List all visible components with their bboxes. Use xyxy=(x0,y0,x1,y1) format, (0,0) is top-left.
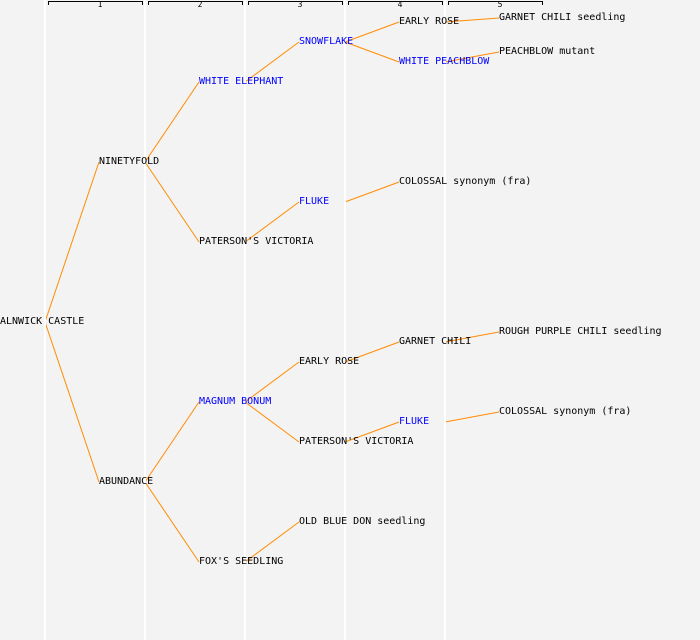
ancestor-cultivar: GARNET CHILI xyxy=(399,336,472,347)
pedigree-edge xyxy=(144,161,200,243)
pedigree-edge xyxy=(144,81,200,163)
pedigree-edge xyxy=(344,41,400,63)
pedigree-edge xyxy=(444,51,500,63)
pedigree-edge xyxy=(444,331,500,343)
pedigree-edge xyxy=(144,481,200,563)
ancestor-cultivar[interactable]: WHITE PEACHBLOW xyxy=(399,56,490,67)
pedigree-edge xyxy=(344,341,400,363)
generation-divider xyxy=(144,0,146,640)
pedigree-edge xyxy=(244,201,300,243)
pedigree-edge xyxy=(244,521,300,563)
generation-bracket xyxy=(448,1,543,5)
generation-bracket xyxy=(148,1,243,5)
ancestor-cultivar[interactable]: FLUKE xyxy=(399,416,430,427)
generation-number: 3 xyxy=(297,0,303,9)
generation-divider xyxy=(444,0,446,640)
pedigree-edge xyxy=(244,361,300,403)
generation-bracket xyxy=(48,1,143,5)
ancestor-cultivar: NINETYFOLD xyxy=(99,156,160,167)
ancestor-cultivar[interactable]: SNOWFLAKE xyxy=(299,36,354,47)
ancestor-cultivar: COLOSSAL synonym (fra) xyxy=(399,176,532,187)
generation-number: 2 xyxy=(197,0,203,9)
ancestor-cultivar: PEACHBLOW mutant xyxy=(499,46,596,57)
generation-number: 5 xyxy=(497,0,503,9)
pedigree-edge xyxy=(244,41,300,83)
ancestor-cultivar: OLD BLUE DON seedling xyxy=(299,516,426,527)
ancestor-cultivar: PATERSON'S VICTORIA xyxy=(199,236,314,247)
ancestor-cultivar: EARLY ROSE xyxy=(399,16,460,27)
generation-divider xyxy=(44,0,46,640)
ancestor-cultivar[interactable]: FLUKE xyxy=(299,196,330,207)
generation-divider xyxy=(344,0,346,640)
ancestor-cultivar: EARLY ROSE xyxy=(299,356,360,367)
ancestor-cultivar: PATERSON'S VICTORIA xyxy=(299,436,414,447)
ancestor-cultivar: COLOSSAL synonym (fra) xyxy=(499,406,632,417)
generation-bracket xyxy=(248,1,343,5)
pedigree-edge xyxy=(444,411,500,423)
pedigree-edge xyxy=(44,161,100,323)
generation-number: 1 xyxy=(97,0,103,9)
ancestor-cultivar: FOX'S SEEDLING xyxy=(199,556,284,567)
ancestor-cultivar: GARNET CHILI seedling xyxy=(499,12,626,23)
ancestor-cultivar: ABUNDANCE xyxy=(99,476,154,487)
generation-bracket xyxy=(348,1,443,5)
root-cultivar: ALNWICK CASTLE xyxy=(0,316,85,327)
ancestor-cultivar: ROUGH PURPLE CHILI seedling xyxy=(499,326,662,337)
ancestor-cultivar[interactable]: WHITE ELEPHANT xyxy=(199,76,284,87)
pedigree-edge xyxy=(344,421,400,443)
pedigree-edge xyxy=(344,21,400,43)
pedigree-edge xyxy=(244,401,300,443)
pedigree-edge xyxy=(444,17,500,23)
ancestor-cultivar[interactable]: MAGNUM BONUM xyxy=(199,396,272,407)
pedigree-edge xyxy=(344,181,400,203)
pedigree-edge xyxy=(44,321,100,483)
generation-divider xyxy=(244,0,246,640)
pedigree-edge xyxy=(144,401,200,483)
generation-number: 4 xyxy=(397,0,403,9)
